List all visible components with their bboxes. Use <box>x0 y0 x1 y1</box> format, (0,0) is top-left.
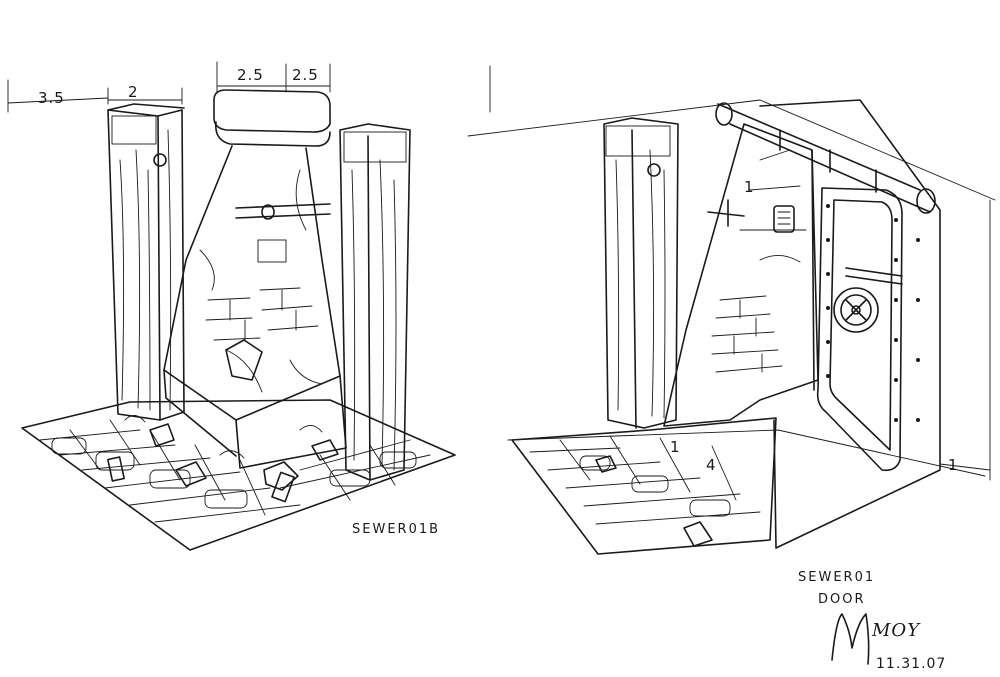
dimension-lines: 3.5 2 2.5 2.5 <box>7 61 331 113</box>
dimension-label-cap-left: 2.5 <box>237 66 264 84</box>
wall-mark: 1 <box>744 178 755 196</box>
wooden-post-right <box>339 123 411 481</box>
signature-date: 11.31.07 <box>876 656 946 672</box>
tapered-stone-pillar <box>163 89 347 469</box>
door-valve-wheel-icon <box>833 287 879 333</box>
caption-sewer01: SEWER01 <box>798 570 875 585</box>
artist-signature: MOY 11.31.07 <box>831 613 946 672</box>
door-rivets <box>826 204 920 422</box>
caption-door: DOOR <box>818 592 866 607</box>
signature-name: MOY <box>871 620 921 641</box>
wooden-post-door-side <box>603 117 679 429</box>
floor-rubble-left <box>107 415 339 503</box>
dimension-label-cap-right: 2.5 <box>292 66 319 84</box>
dimension-label-post: 2 <box>128 83 139 101</box>
sketch-sewer01-door: 1 4 1 <box>467 65 996 607</box>
cobblestone-floor-right: 1 4 <box>511 417 777 555</box>
sketch-sewer01b: 3.5 2 2.5 2.5 <box>7 61 456 551</box>
guide-lines <box>467 65 996 481</box>
slanted-brick-wall: 1 <box>663 123 819 427</box>
side-mark: 1 <box>948 456 959 474</box>
floor-mark-1: 1 <box>670 438 681 456</box>
dimension-label-width: 3.5 <box>38 89 65 107</box>
caption-sewer01b: SEWER01B <box>352 522 440 537</box>
wooden-post-left <box>107 103 185 421</box>
floor-mark-4: 4 <box>706 456 717 474</box>
door-wall-block: 1 <box>715 99 959 549</box>
cobblestone-floor-left <box>21 399 456 551</box>
